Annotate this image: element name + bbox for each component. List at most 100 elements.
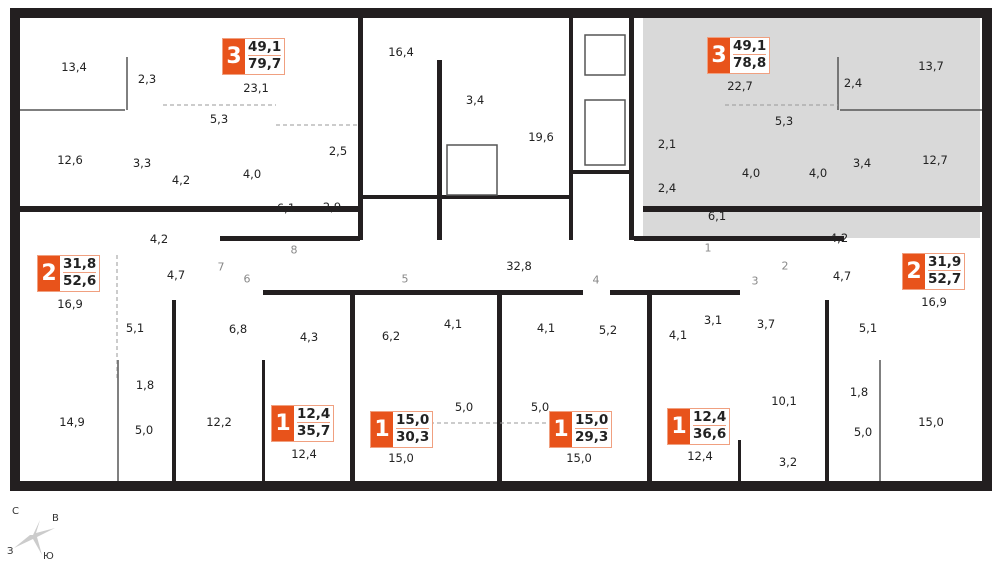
room-area: 5,1 bbox=[858, 321, 878, 335]
room-area: 2,4 bbox=[657, 181, 677, 195]
room-area: 14,9 bbox=[59, 415, 85, 429]
room-area: 16,4 bbox=[388, 45, 414, 59]
entrance-door-number: 7 bbox=[217, 260, 225, 274]
room-area: 4,2 bbox=[149, 232, 169, 246]
total-area: 52,7 bbox=[928, 271, 962, 287]
room-area: 4,7 bbox=[832, 269, 852, 283]
room-area: 5,2 bbox=[598, 323, 618, 337]
room-area: 4,2 bbox=[171, 173, 191, 187]
compass-east-label: В bbox=[52, 513, 59, 524]
room-count: 1 bbox=[371, 412, 393, 447]
room-area: 5,0 bbox=[853, 425, 873, 439]
room-area: 6,1 bbox=[276, 201, 296, 215]
room-area: 4,7 bbox=[166, 268, 186, 282]
room-area: 1,8 bbox=[135, 378, 155, 392]
total-area: 78,8 bbox=[733, 55, 767, 71]
entrance-door-number: 1 bbox=[704, 241, 712, 255]
room-count: 1 bbox=[272, 406, 294, 441]
entrance-door-number: 6 bbox=[243, 272, 251, 286]
room-area: 5,0 bbox=[134, 423, 154, 437]
room-area: 19,6 bbox=[528, 130, 554, 144]
total-area: 79,7 bbox=[248, 56, 282, 72]
living-area: 31,8 bbox=[63, 256, 97, 273]
total-area: 35,7 bbox=[297, 423, 331, 439]
room-area: 2,1 bbox=[657, 137, 677, 151]
total-area: 30,3 bbox=[396, 429, 430, 445]
living-area: 49,1 bbox=[733, 38, 767, 55]
room-area: 5,0 bbox=[454, 400, 474, 414]
room-area: 2,4 bbox=[843, 76, 863, 90]
room-area: 5,3 bbox=[209, 112, 229, 126]
compass-star-icon bbox=[14, 520, 55, 555]
compass-south-label: Ю bbox=[43, 551, 54, 562]
room-area: 6,1 bbox=[707, 209, 727, 223]
room-area: 4,1 bbox=[668, 328, 688, 342]
room-area: 16,9 bbox=[57, 297, 83, 311]
room-area: 4,0 bbox=[741, 166, 761, 180]
living-area: 49,1 bbox=[248, 39, 282, 56]
room-area: 3,4 bbox=[852, 156, 872, 170]
room-area: 1,8 bbox=[849, 385, 869, 399]
room-area: 12,7 bbox=[922, 153, 948, 167]
room-area: 5,0 bbox=[530, 400, 550, 414]
room-area: 16,9 bbox=[921, 295, 947, 309]
living-area: 15,0 bbox=[396, 412, 430, 429]
room-count: 2 bbox=[903, 254, 925, 289]
room-area: 3,3 bbox=[132, 156, 152, 170]
compass-north-label: С bbox=[12, 506, 19, 517]
room-area: 4,0 bbox=[242, 167, 262, 181]
room-area: 13,4 bbox=[61, 60, 87, 74]
entrance-door-number: 5 bbox=[401, 272, 409, 286]
entrance-door-number: 4 bbox=[592, 273, 600, 287]
room-area: 15,0 bbox=[388, 451, 414, 465]
room-area: 5,1 bbox=[125, 321, 145, 335]
highlighted-apartment-area[interactable] bbox=[643, 18, 980, 238]
total-area: 29,3 bbox=[575, 429, 609, 445]
room-area: 15,0 bbox=[918, 415, 944, 429]
room-area: 12,6 bbox=[57, 153, 83, 167]
room-count: 2 bbox=[38, 256, 60, 291]
room-area: 5,3 bbox=[774, 114, 794, 128]
room-area: 12,4 bbox=[687, 449, 713, 463]
compass-west-label: З bbox=[7, 546, 14, 557]
living-area: 12,4 bbox=[693, 409, 727, 426]
living-area: 15,0 bbox=[575, 412, 609, 429]
room-area: 12,2 bbox=[206, 415, 232, 429]
room-area: 4,0 bbox=[808, 166, 828, 180]
room-area: 4,3 bbox=[299, 330, 319, 344]
room-area: 4,1 bbox=[536, 321, 556, 335]
room-area: 12,4 bbox=[291, 447, 317, 461]
room-area: 13,7 bbox=[918, 59, 944, 73]
room-area: 23,1 bbox=[243, 81, 269, 95]
room-area: 2,9 bbox=[322, 200, 342, 214]
room-area: 4,1 bbox=[443, 317, 463, 331]
room-area: 2,5 bbox=[328, 144, 348, 158]
room-count: 1 bbox=[668, 409, 690, 444]
entrance-door-number: 2 bbox=[781, 259, 789, 273]
room-area: 3,2 bbox=[778, 455, 798, 469]
room-area: 15,0 bbox=[566, 451, 592, 465]
room-area: 10,1 bbox=[771, 394, 797, 408]
room-area: 6,2 bbox=[381, 329, 401, 343]
entrance-door-number: 3 bbox=[751, 274, 759, 288]
room-area: 4,2 bbox=[829, 231, 849, 245]
entrance-door-number: 8 bbox=[290, 243, 298, 257]
room-count: 3 bbox=[708, 38, 730, 73]
room-area: 3,7 bbox=[756, 317, 776, 331]
room-area: 22,7 bbox=[727, 79, 753, 93]
room-area: 32,8 bbox=[506, 259, 532, 273]
living-area: 31,9 bbox=[928, 254, 962, 271]
room-count: 3 bbox=[223, 39, 245, 74]
living-area: 12,4 bbox=[297, 406, 331, 423]
room-count: 1 bbox=[550, 412, 572, 447]
